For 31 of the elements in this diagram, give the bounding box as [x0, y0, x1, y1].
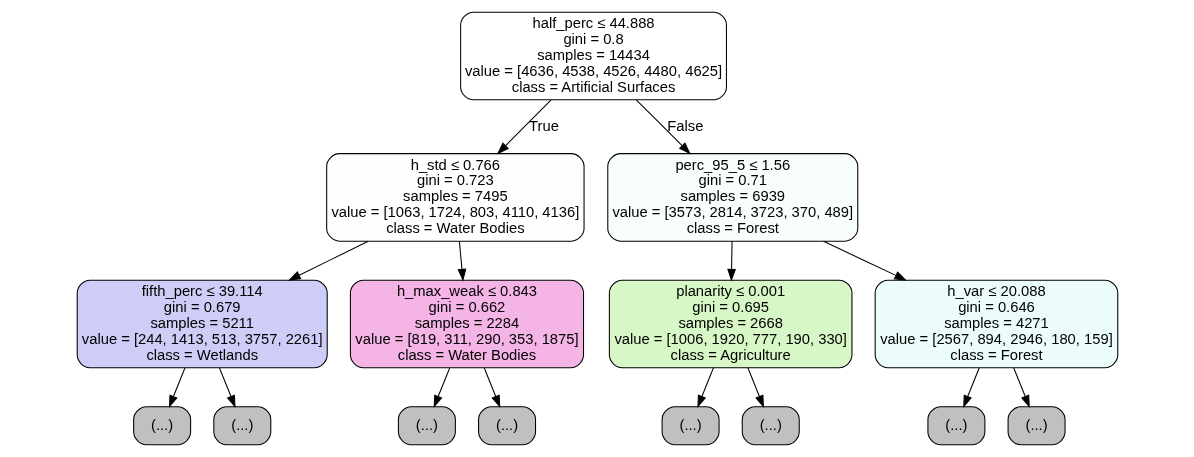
node-box: h_max_weak ≤ 0.843 gini = 0.662 samples = 2284 value = [819, 311, 290, 353, 1875] class = Water Bodies	[349, 279, 584, 369]
arrow	[483, 367, 500, 408]
arrow	[168, 367, 185, 408]
node-box: h_std ≤ 0.766 gini = 0.723 samples = 7495 value = [1063, 1724, 803, 4110, 4136] class = Water Bodies	[325, 153, 585, 242]
node-box: half_perc ≤ 44.888 gini = 0.8 samples = 14434 value = [4636, 4538, 4526, 4480, 4625] class = Artificial Surfaces	[459, 11, 727, 101]
arrow	[287, 240, 369, 281]
arrow	[746, 367, 764, 408]
arrow	[696, 367, 714, 408]
arrow	[822, 240, 907, 281]
node-box: (...)	[661, 406, 720, 446]
arrow	[962, 367, 980, 408]
node-box: h_var ≤ 20.088 gini = 0.646 samples = 4271 value = [2567, 894, 2946, 180, 159] class = Forest	[874, 279, 1118, 369]
node-box: (...)	[397, 406, 456, 446]
node-box: planarity ≤ 0.001 gini = 0.695 samples = 2668 value = [1006, 1920, 777, 190, 330] class = Agriculture	[608, 279, 852, 369]
arrow	[1012, 367, 1030, 408]
edge-label: True	[528, 117, 559, 134]
node-box: (...)	[926, 406, 985, 446]
node-box: (...)	[1007, 406, 1066, 446]
node-box: (...)	[477, 406, 536, 446]
arrow	[433, 367, 450, 408]
node-box: (...)	[741, 406, 800, 446]
arrow	[496, 99, 551, 155]
edge-label: False	[666, 117, 703, 134]
node-box: perc_95_5 ≤ 1.56 gini = 0.71 samples = 6939 value = [3573, 2814, 3723, 370, 489] class = Forest	[606, 153, 858, 242]
arrow	[726, 240, 736, 282]
node-box: (...)	[212, 406, 271, 446]
node-box: fifth_perc ≤ 39.114 gini = 0.679 samples = 5211 value = [244, 1413, 513, 3757, 2261] class = Wetlands	[76, 279, 328, 369]
node-box: (...)	[132, 406, 191, 446]
arrow	[218, 367, 236, 408]
arrow	[635, 99, 691, 155]
arrow	[457, 240, 466, 282]
